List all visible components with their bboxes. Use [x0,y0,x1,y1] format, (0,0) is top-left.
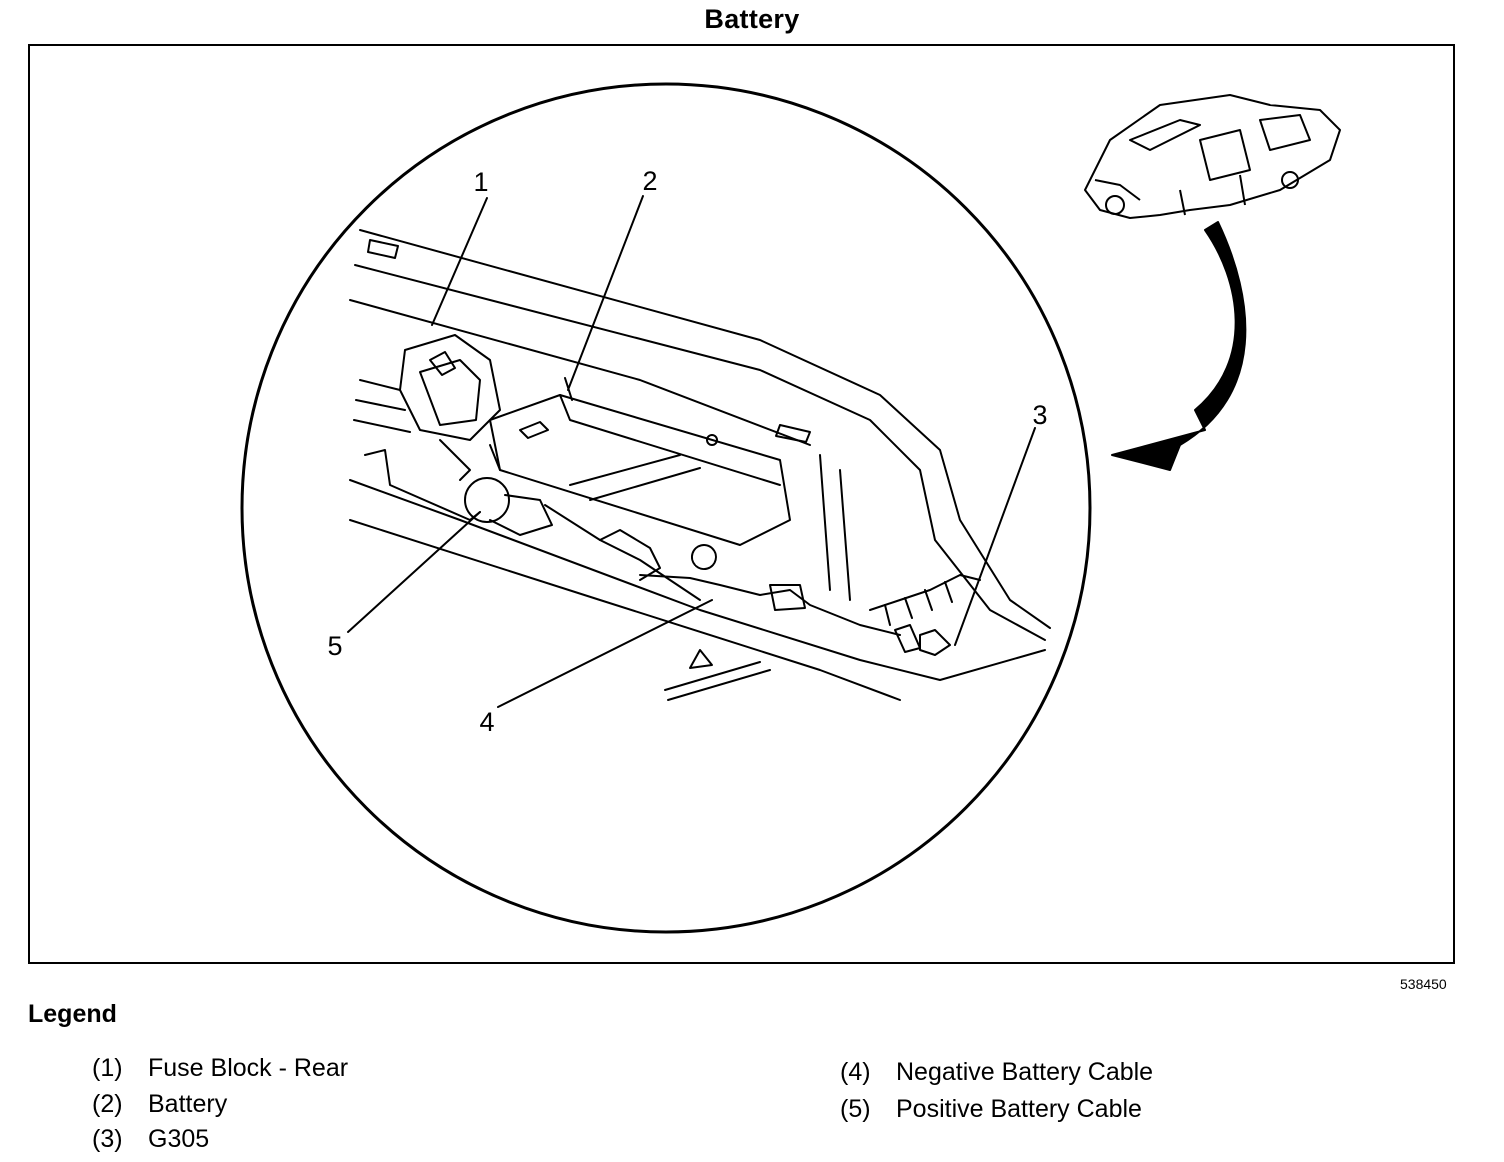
legend-item-number: (1) [92,1054,123,1082]
legend-item-label: Battery [148,1090,228,1118]
callout-5: 5 [327,631,342,661]
legend-item-number: (4) [840,1058,871,1086]
diagram-title: Battery [704,4,800,34]
battery [364,377,791,546]
legend-item-label: G305 [148,1125,210,1153]
g305-ground [894,624,951,656]
legend-item: (5) Positive Battery Cable [840,1095,1142,1124]
legend-title: Legend [28,1000,117,1028]
legend-item-label: Negative Battery Cable [896,1058,1154,1086]
curved-arrow [1111,221,1247,471]
rear-shelf-panel [349,229,1051,701]
callout-1: 1 [473,167,488,197]
leader-line-4 [497,599,713,708]
legend-item: (1) Fuse Block - Rear [92,1054,348,1083]
legend-item-label: Fuse Block - Rear [148,1054,349,1082]
fuse-block [353,334,501,481]
figure-id: 538450 [1400,976,1447,992]
positive-cable-boot [464,477,701,601]
detail-circle [240,82,1092,934]
leader-line-3 [954,427,1036,646]
legend-item-number: (2) [92,1090,123,1118]
diagram-frame [28,44,1455,964]
negative-cable [599,529,981,636]
leader-line-1 [431,197,488,326]
legend-item: (3) G305 [92,1125,209,1154]
legend-item-label: Positive Battery Cable [896,1095,1142,1123]
leader-line-5 [347,511,481,633]
legend-item-number: (5) [840,1095,871,1123]
leader-line-2 [567,195,644,391]
callout-4: 4 [479,707,494,737]
callout-2: 2 [642,166,657,196]
vehicle-body-locator [1084,94,1341,219]
legend-item: (2) Battery [92,1090,227,1119]
callout-3: 3 [1032,400,1047,430]
legend-item: (4) Negative Battery Cable [840,1058,1153,1087]
legend-item-number: (3) [92,1125,123,1153]
